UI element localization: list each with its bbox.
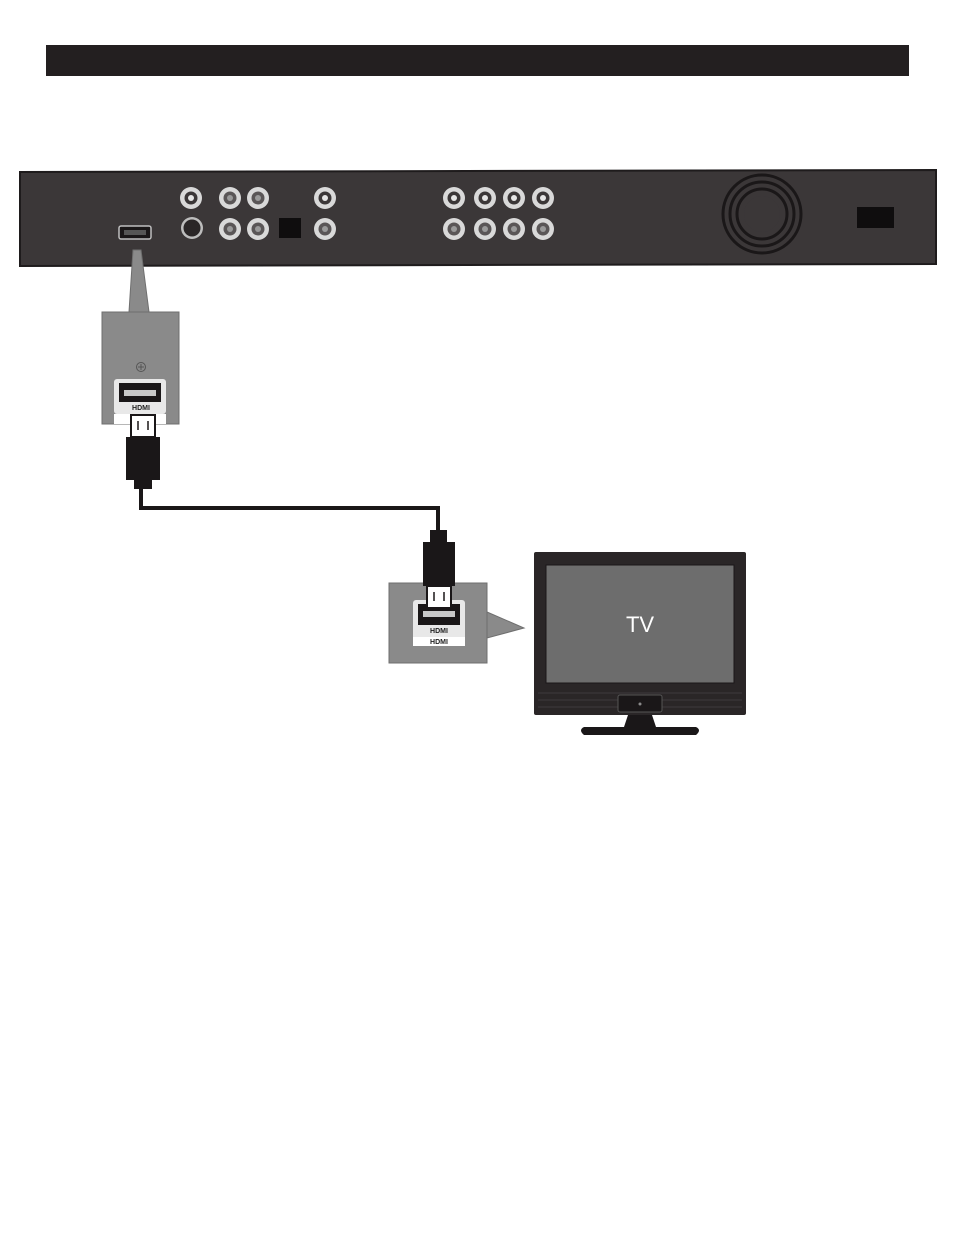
player-hdmi-socket[interactable]: HDMI (114, 379, 166, 414)
rca-jack[interactable] (180, 187, 202, 209)
tv-hdmi-label-bottom: HDMI (430, 639, 448, 646)
rca-jack[interactable] (247, 187, 269, 209)
player-rear-panel (20, 170, 936, 266)
rca-jack[interactable] (314, 187, 336, 209)
cable-wire (141, 488, 438, 530)
tv-stand-neck (624, 715, 656, 727)
player-hdmi-port[interactable] (119, 226, 151, 239)
rca-jack[interactable] (532, 187, 554, 209)
hdmi-plug-top (126, 415, 160, 489)
tv-stand-base (581, 727, 699, 735)
rca-jack[interactable] (219, 187, 241, 209)
rca-jack[interactable] (474, 218, 496, 240)
hdmi-plug-bottom (423, 530, 455, 608)
player-hdmi-callout: HDMI (102, 250, 179, 424)
svideo-jack[interactable] (181, 217, 203, 239)
tv-label: TV (626, 612, 654, 637)
rca-jack[interactable] (532, 218, 554, 240)
rca-jack[interactable] (247, 218, 269, 240)
player-hdmi-label: HDMI (132, 405, 150, 412)
power-socket[interactable] (857, 207, 894, 228)
tv-hdmi-label: HDMI (430, 628, 448, 635)
optical-port[interactable] (279, 218, 301, 238)
rca-jack[interactable] (219, 218, 241, 240)
rca-jack[interactable] (443, 187, 465, 209)
panel-body (20, 170, 936, 266)
rca-jack[interactable] (314, 218, 336, 240)
tv-set: TV (534, 552, 746, 735)
rca-jack[interactable] (503, 187, 525, 209)
tv-hdmi-callout: HDMI HDMI (389, 530, 524, 663)
rca-jack[interactable] (443, 218, 465, 240)
rca-jack[interactable] (474, 187, 496, 209)
rca-jack[interactable] (503, 218, 525, 240)
hdmi-cable (126, 415, 438, 530)
